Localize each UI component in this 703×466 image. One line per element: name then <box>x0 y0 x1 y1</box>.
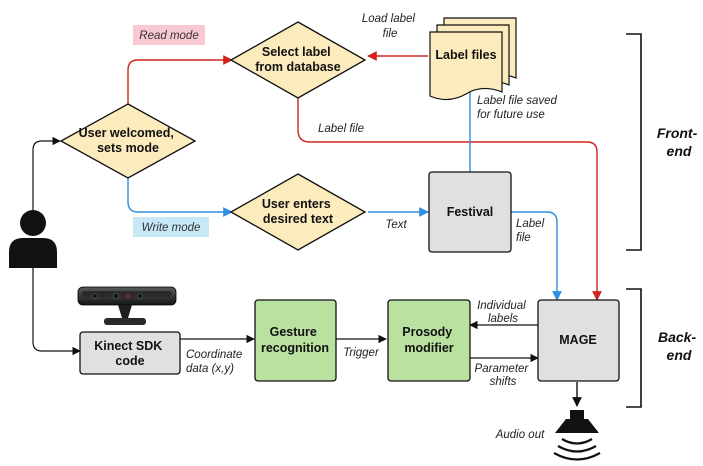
kinect-sensor-icon <box>77 286 177 325</box>
svg-text:Prosody modifier: Prosody modifier <box>402 325 456 355</box>
edge-read-mode <box>127 55 233 104</box>
label-files-label: Label files <box>435 48 496 62</box>
trigger-label: Trigger <box>343 347 380 359</box>
read-mode-tag: Read mode <box>133 25 205 45</box>
edge-label-file-red <box>297 98 602 301</box>
select-label-node: Select label from database <box>229 21 367 99</box>
enter-text-line-2: desired text <box>263 212 334 226</box>
coordinate-data-label: Coordinate data (x,y) <box>186 349 245 375</box>
select-label-line-2: from database <box>255 60 340 74</box>
svg-text:MAGE: MAGE <box>559 333 597 347</box>
svg-text:Festival: Festival <box>447 205 494 219</box>
label-file-red-label: Label file <box>318 123 364 135</box>
mage-label: MAGE <box>559 333 597 347</box>
edge-user-to-welcome <box>32 136 61 210</box>
welcome-label-line-1: User welcomed, <box>79 126 174 140</box>
load-label-file-label: Load label file <box>362 13 418 40</box>
parameter-shifts-label: Parameter shifts <box>475 363 532 388</box>
welcome-label-line-2: sets mode <box>97 141 159 155</box>
back-end-label: Back- end <box>658 329 700 363</box>
festival-node: Festival <box>428 171 512 253</box>
read-mode-label: Read mode <box>139 30 198 42</box>
label-file-saved-label: Label file saved for future use <box>477 95 560 121</box>
label-files-node: Label files <box>429 17 517 101</box>
edge-label-file-blue <box>511 211 562 301</box>
kinect-code-line-1: Kinect SDK <box>94 339 162 353</box>
front-end-bracket <box>626 33 642 251</box>
audio-out-label: Audio out <box>495 429 545 441</box>
svg-text:Select label from databa: Select label from database <box>255 45 340 74</box>
kinect-code-node: Kinect SDK code <box>79 331 181 375</box>
person-icon <box>9 210 57 268</box>
svg-text:Kinect SDK code: Kinect SDK code <box>94 339 166 368</box>
label-file-blue-label: Label file <box>516 218 547 244</box>
svg-text:User enters desired text: User enters desired text <box>262 197 334 226</box>
individual-labels-label: Individual labels <box>477 300 529 325</box>
mage-node: MAGE <box>537 299 620 382</box>
prosody-line-2: modifier <box>404 341 453 355</box>
speaker-icon <box>553 410 601 461</box>
prosody-node: Prosody modifier <box>387 299 471 382</box>
kinect-code-line-2: code <box>115 354 144 368</box>
festival-label: Festival <box>447 205 494 219</box>
gesture-line-2: recognition <box>261 341 329 355</box>
edge-user-to-kinect <box>32 268 81 356</box>
back-end-bracket <box>626 288 642 408</box>
prosody-line-1: Prosody <box>402 325 452 339</box>
svg-text:User welcomed, sets mode: User welcomed, sets mode <box>79 126 178 155</box>
welcome-node: User welcomed, sets mode <box>59 103 197 179</box>
text-edge-label: Text <box>385 219 407 231</box>
edge-write-mode <box>127 178 233 217</box>
gesture-node: Gesture recognition <box>254 299 337 382</box>
front-end-label: Front- end <box>657 125 701 159</box>
enter-text-node: User enters desired text <box>229 173 367 251</box>
svg-text:Label files: Label files <box>435 48 496 62</box>
enter-text-line-1: User enters <box>262 197 331 211</box>
write-mode-tag: Write mode <box>133 217 209 237</box>
gesture-line-1: Gesture <box>270 325 317 339</box>
select-label-line-1: Select label <box>262 45 331 59</box>
svg-text:Gesture recognition: Gesture recognition <box>261 325 329 355</box>
write-mode-label: Write mode <box>142 222 201 234</box>
